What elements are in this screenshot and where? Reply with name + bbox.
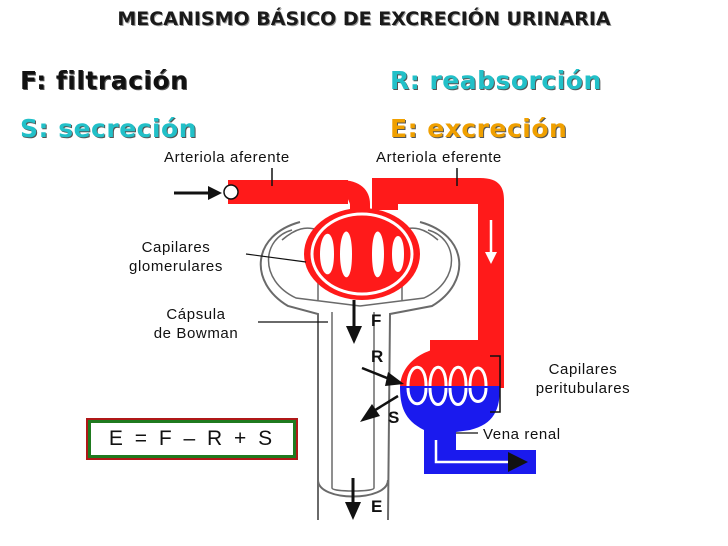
label-efferent-arteriole: Arteriola eferente [376, 149, 502, 166]
letter-reabsorption: R [371, 347, 384, 366]
legend-filtration: F: filtración [20, 66, 189, 95]
bowman-capsule [267, 229, 453, 307]
label-bowman-capsule-2: de Bowman [154, 325, 239, 342]
flow-arrow-efferent [485, 220, 497, 264]
letter-excretion: E [371, 497, 383, 516]
letter-secretion: S [388, 408, 400, 427]
legend-excretion: E: excreción [390, 114, 568, 143]
label-leaders [245, 168, 501, 434]
peritubular-loops [406, 365, 488, 387]
formula-box: E = F – R + S [86, 418, 298, 460]
letter-filtration: F [371, 311, 382, 330]
legend-reabsorption: R: reabsorción [390, 66, 602, 95]
label-peritubular-capillaries-1: Capilares [549, 361, 618, 378]
legend-secretion: S: secreción [20, 114, 198, 143]
process-arrows [174, 186, 404, 520]
label-glomerular-capillaries-2: glomerulares [129, 258, 223, 275]
label-glomerular-capillaries-1: Capilares [142, 239, 211, 256]
label-bowman-capsule-1: Cápsula [166, 306, 225, 323]
label-peritubular-capillaries-2: peritubulares [536, 380, 631, 397]
label-renal-vein: Vena renal [483, 426, 561, 443]
venous-vessels [400, 386, 536, 474]
arterial-vessels [223, 178, 504, 388]
page-title: MECANISMO BÁSICO DE EXCRECIÓN URINARIA [117, 8, 611, 30]
formula-text: E = F – R + S [91, 423, 293, 455]
label-afferent-arteriole: Arteriola aferente [164, 149, 290, 166]
